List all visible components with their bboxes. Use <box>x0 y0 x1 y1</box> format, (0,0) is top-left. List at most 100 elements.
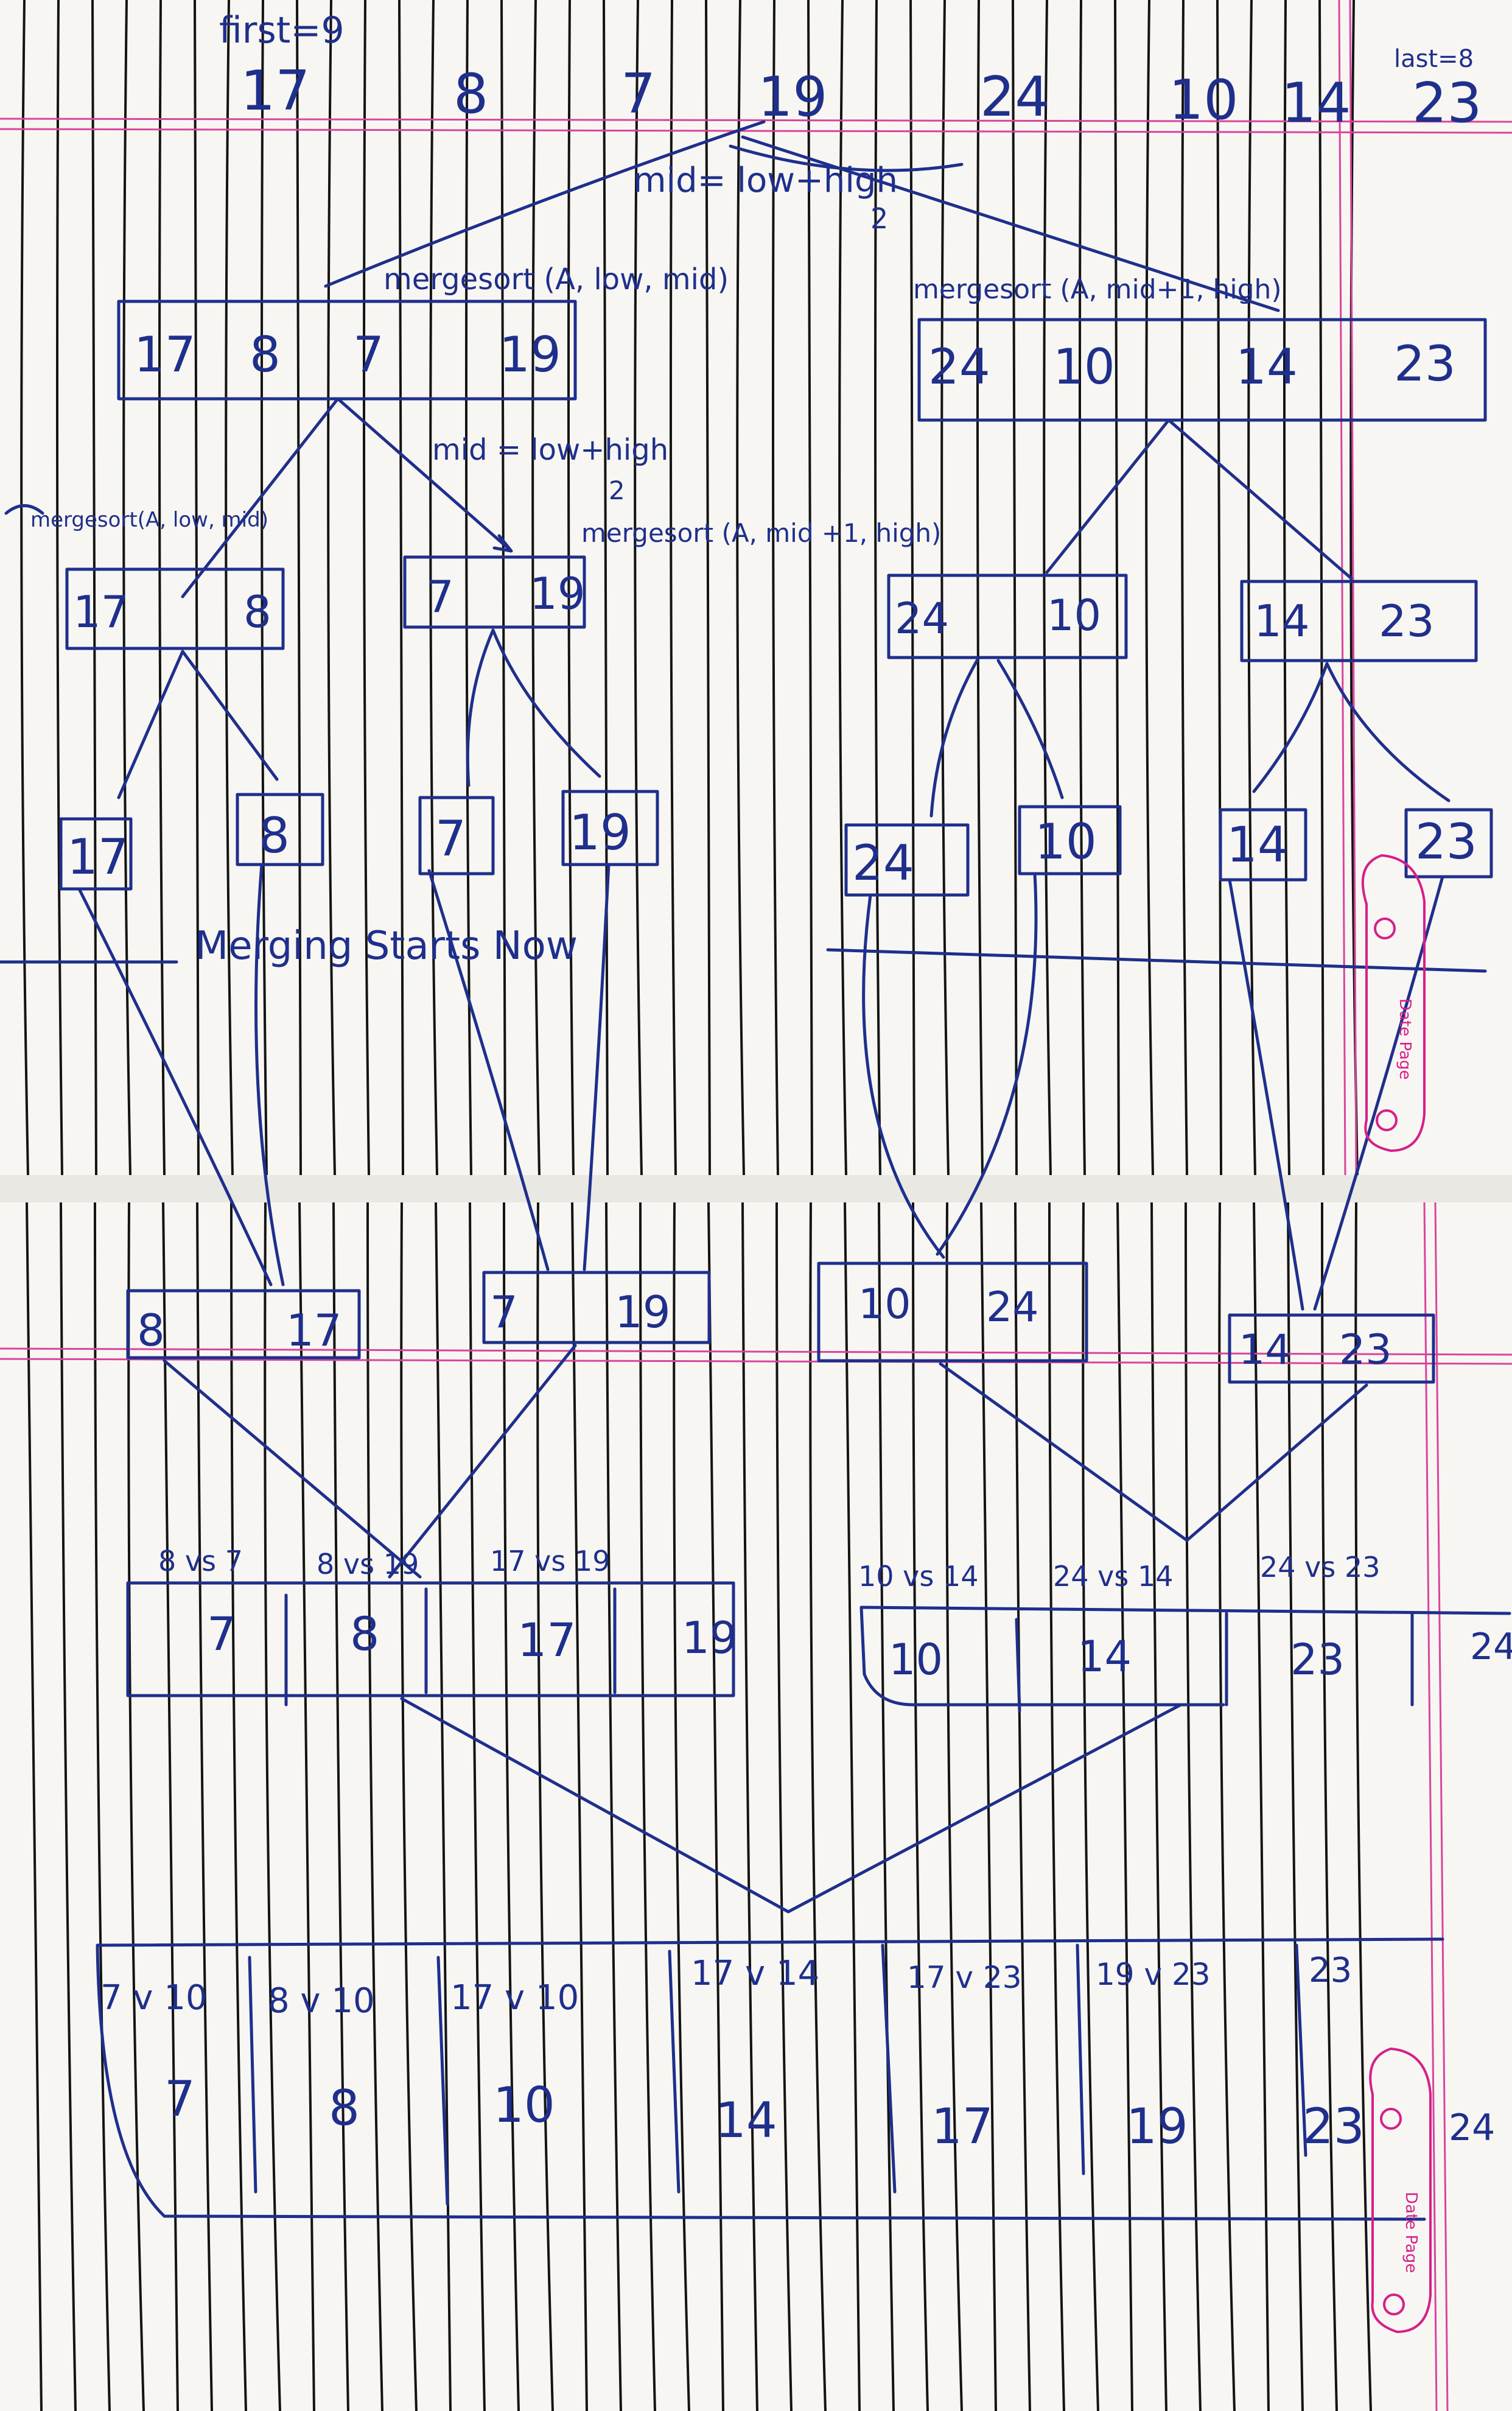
merge4-right-value-2: 14 <box>1077 1632 1132 1682</box>
margin-line <box>0 118 1512 123</box>
box-level2-1 <box>65 567 285 650</box>
page-seam <box>0 1175 1512 1202</box>
merged-pair4-value-2: 23 <box>1339 1326 1392 1374</box>
ruled-line <box>567 0 588 2411</box>
ruled-line <box>1181 0 1202 2411</box>
ruled-line <box>194 0 213 2411</box>
merge4-left-comparison-2: 8 vs 19 <box>317 1548 419 1581</box>
ruled-line <box>261 0 281 2411</box>
merging-divider <box>0 948 1487 973</box>
final-value-5: 17 <box>931 2098 993 2155</box>
merge-edge-1 <box>77 863 285 1286</box>
merge-edge-7 <box>400 1697 1183 1914</box>
merge-edge-4 <box>1228 875 1444 1311</box>
leaf-value-2: 8 <box>259 807 290 864</box>
mid-formula-underline <box>729 144 964 172</box>
merge4-right-comparison-1: 10 vs 14 <box>858 1560 979 1593</box>
level1-right-value-4: 23 <box>1394 335 1456 392</box>
edge-l2-1 <box>117 650 279 799</box>
merged-pair1-value-2: 17 <box>286 1305 342 1356</box>
leaf-value-4: 19 <box>569 804 631 861</box>
merge4-right-value-3: 23 <box>1290 1635 1345 1685</box>
ruled-line <box>634 0 656 2411</box>
final-value-6: 19 <box>1126 2098 1188 2155</box>
ruled-line <box>807 0 827 2411</box>
level1-left-value-3: 7 <box>353 326 384 383</box>
box-level1-left <box>117 300 577 401</box>
merged-pair1-value-1: 8 <box>137 1305 165 1356</box>
edge-l1-left-arrow <box>336 397 513 553</box>
ruled-line <box>838 0 861 2411</box>
level2-left-call: mergesort(A, low, mid) <box>30 508 268 532</box>
ruled-line <box>465 0 486 2411</box>
leaf-value-6: 10 <box>1035 813 1097 870</box>
ruled-line <box>705 0 724 2411</box>
leaf-value-3: 7 <box>435 810 466 867</box>
stamp-2-ring-bottom <box>1383 2293 1405 2315</box>
array-value-1: 17 <box>240 59 310 123</box>
final-value-3: 10 <box>493 2077 555 2133</box>
final-comparison-5: 17 v 23 <box>907 1960 1022 1995</box>
leaf-box-7 <box>1219 808 1307 882</box>
final-value-7: 23 <box>1303 2098 1365 2155</box>
merged-box-3 <box>817 1262 1088 1363</box>
ruled-line <box>1145 0 1167 2411</box>
merge-edge-3 <box>862 872 1038 1259</box>
ruled-line <box>122 0 145 2411</box>
array-value-2: 8 <box>453 62 488 126</box>
array-value-7: 14 <box>1281 71 1351 135</box>
level1-right-value-2: 10 <box>1053 339 1115 395</box>
leaf-value-8: 23 <box>1415 813 1477 870</box>
level1-left-value-4: 19 <box>499 326 561 383</box>
merged-pair3-value-1: 10 <box>858 1280 911 1328</box>
ruled-line <box>1043 0 1065 2411</box>
margin-line <box>1423 1202 1438 2411</box>
array-value-5: 24 <box>980 65 1050 129</box>
leaf-box-1 <box>59 817 133 891</box>
leaf-box-5 <box>844 823 970 897</box>
merge4-right-dividers <box>1015 1612 1414 1713</box>
edge-l2-2 <box>466 628 601 787</box>
array-value-8: 23 <box>1412 71 1482 135</box>
ruled-line <box>363 0 383 2411</box>
level2-box2-value-2: 19 <box>530 568 586 619</box>
final-box <box>96 1937 1444 2221</box>
ruled-line <box>874 0 895 2411</box>
ruled-line <box>500 0 520 2411</box>
margin-line <box>0 1358 1512 1365</box>
level2-box1-value-2: 8 <box>243 586 271 637</box>
leaf-box-8 <box>1404 808 1493 879</box>
ruled-line <box>976 0 997 2411</box>
level2-mid-formula: mid = low+high <box>432 433 668 467</box>
stamp-1-ring-bottom <box>1376 1109 1398 1131</box>
level2-box3-value-1: 24 <box>895 594 949 644</box>
merged-pair2-value-2: 19 <box>615 1286 671 1338</box>
date-page-stamps <box>1361 854 1432 2334</box>
ruled-line <box>1216 0 1236 2411</box>
final-comparison-6: 19 v 23 <box>1096 1957 1211 1992</box>
final-comparison-1: 7 v 10 <box>100 1978 208 2018</box>
level2-box2-value-1: 7 <box>426 571 454 622</box>
edge-l2-4 <box>1252 662 1451 802</box>
level2-box1-value-1: 17 <box>73 586 129 637</box>
ruled-line <box>1349 0 1372 2411</box>
array-value-3: 7 <box>621 62 656 126</box>
merged-box-1 <box>126 1289 361 1360</box>
leaf-value-5: 24 <box>852 835 914 891</box>
merge4-right-comparison-3: 24 vs 23 <box>1260 1551 1381 1584</box>
array-value-6: 10 <box>1169 68 1239 132</box>
stamp-2-ring-top <box>1380 2108 1402 2130</box>
final-comparison-2: 8 v 10 <box>268 1981 375 2021</box>
leaf-box-3 <box>418 796 495 876</box>
merge4-left-value-1: 7 <box>207 1607 236 1661</box>
level1-right-value-1: 24 <box>928 339 990 395</box>
margin-line <box>0 1347 1512 1356</box>
final-comparison-4: 17 v 14 <box>691 1954 819 1993</box>
ruled-line <box>940 0 963 2411</box>
leaf-box-6 <box>1018 805 1122 876</box>
stamp-1 <box>1361 854 1426 1153</box>
mid-formula: mid= low+high <box>633 161 898 200</box>
